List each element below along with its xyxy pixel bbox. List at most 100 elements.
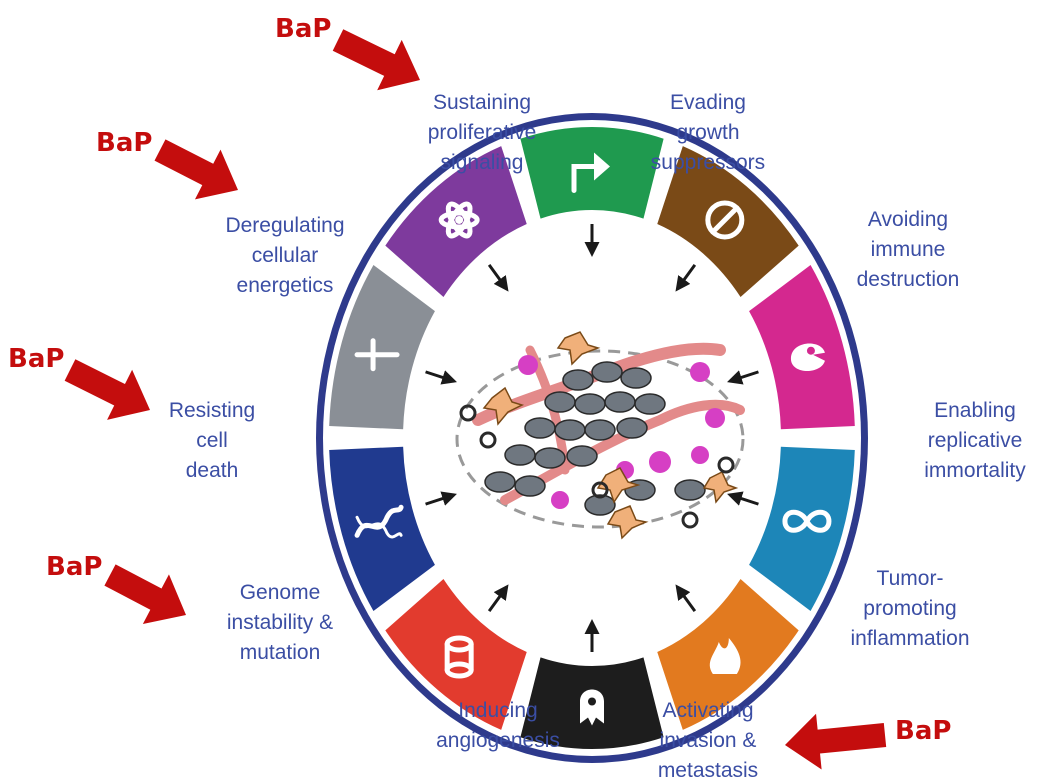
inward-arrow-inducing <box>487 584 509 613</box>
bap-arrow <box>154 139 238 200</box>
label-line: instability & <box>226 611 334 634</box>
bap-arrow <box>104 564 186 624</box>
label-line: Activating <box>662 699 754 722</box>
tumor-cell <box>584 494 616 516</box>
label-resisting-cell-death: Resisting cell death <box>152 396 272 486</box>
label-line: proliferative <box>427 121 537 144</box>
tumor-cell <box>620 367 652 389</box>
immune-cell <box>518 355 538 375</box>
bap-label: BaP <box>96 128 153 158</box>
label-line: energetics <box>236 274 334 297</box>
label-avoiding-immune-destruction: Avoiding immune destruction <box>833 205 983 295</box>
immune-cell <box>649 451 671 473</box>
immune-cell <box>551 491 569 509</box>
blood-vessel <box>500 399 745 505</box>
inward-arrow-avoiding <box>727 370 759 385</box>
no-entry-icon <box>705 200 745 240</box>
tumor-cell <box>634 393 666 415</box>
label-line: Deregulating <box>225 214 345 237</box>
label-enabling-replicative-immortality: Enabling replicative immortality <box>905 396 1045 486</box>
label-tumor-promoting-inflammation: Tumor- promoting inflammation <box>830 564 990 654</box>
label-line: invasion & <box>659 729 757 752</box>
label-line: Tumor- <box>876 567 944 590</box>
dagger-cross-icon <box>354 338 400 372</box>
bap-label: BaP <box>46 552 103 582</box>
tumor-dashed-outline <box>455 349 745 529</box>
segment-evading <box>657 146 799 298</box>
flame-icon <box>709 638 741 675</box>
bap-label: BaP <box>8 344 65 374</box>
inward-arrow-enabling <box>727 491 759 506</box>
tumor-cell <box>616 417 648 439</box>
tumor-cell <box>566 445 598 467</box>
label-line: promoting <box>863 597 957 620</box>
immune-cell <box>690 362 710 382</box>
inward-arrow-tumor <box>675 584 697 613</box>
tumor-cell <box>562 369 594 391</box>
label-line: growth <box>676 121 740 144</box>
bap-arrow <box>64 359 150 420</box>
label-line: replicative <box>927 429 1023 452</box>
label-line: mutation <box>239 641 321 664</box>
label-line: Enabling <box>934 399 1016 422</box>
stromal-cell <box>702 470 739 504</box>
label-line: immune <box>870 238 946 261</box>
segment-sustaining <box>520 127 664 219</box>
lymphocyte <box>479 431 497 449</box>
inward-arrow-evading <box>675 263 697 292</box>
label-line: Genome <box>239 581 321 604</box>
label-line: metastasis <box>657 759 759 779</box>
label-deregulating-cellular-energetics: Deregulating cellular energetics <box>200 211 370 301</box>
label-sustaining-proliferative-signaling: Sustaining proliferative signaling <box>402 88 562 178</box>
lymphocyte <box>459 404 477 422</box>
label-line: cell <box>196 429 228 452</box>
stromal-cell <box>606 505 649 540</box>
tumor-cell <box>484 471 516 493</box>
label-line: immortality <box>924 459 1026 482</box>
infinity-icon <box>782 509 832 533</box>
segment-inducing <box>385 578 527 730</box>
stromal-cell <box>556 331 601 366</box>
tumor-cell <box>591 361 623 383</box>
inward-arrow-genome <box>425 491 457 506</box>
bap-label: BaP <box>275 14 332 44</box>
stromal-cell <box>482 386 525 426</box>
tumor-microenvironment-illustration <box>455 331 745 540</box>
tumor-cell <box>674 479 706 501</box>
immune-cell-icon <box>790 343 825 371</box>
bap-label: BaP <box>895 716 952 746</box>
tumor-cell <box>584 419 616 441</box>
immune-cell <box>705 408 725 428</box>
lymphocyte <box>717 456 735 474</box>
tumor-cell <box>534 447 566 469</box>
metastatic-cell-icon <box>580 689 604 726</box>
label-line: inflammation <box>850 627 970 650</box>
atom-icon <box>438 201 480 239</box>
blood-vessel-icon <box>444 635 474 679</box>
dna-helix-icon <box>354 504 404 539</box>
label-activating-invasion-metastasis: Activating invasion & metastasis <box>628 696 788 779</box>
bap-arrow <box>332 29 421 91</box>
label-genome-instability-mutation: Genome instability & mutation <box>205 578 355 668</box>
label-line: Sustaining <box>432 91 532 114</box>
label-evading-growth-suppressors: Evading growth suppressors <box>628 88 788 178</box>
tumor-cell <box>514 475 546 497</box>
label-line: suppressors <box>650 151 766 174</box>
label-line: death <box>185 459 239 482</box>
label-line: destruction <box>856 268 960 291</box>
label-line: signaling <box>440 151 524 174</box>
arrow-turn-icon <box>571 152 610 193</box>
bap-arrow <box>784 713 887 770</box>
segment-resisting <box>329 264 435 430</box>
immune-cell <box>691 446 709 464</box>
label-line: Resisting <box>168 399 256 422</box>
label-line: Evading <box>670 91 746 114</box>
segment-genome <box>329 446 435 612</box>
lymphocyte <box>591 481 609 499</box>
stromal-cell <box>596 467 641 504</box>
label-line: Avoiding <box>867 208 949 231</box>
label-inducing-angiogenesis: Inducing angiogenesis <box>418 696 578 756</box>
